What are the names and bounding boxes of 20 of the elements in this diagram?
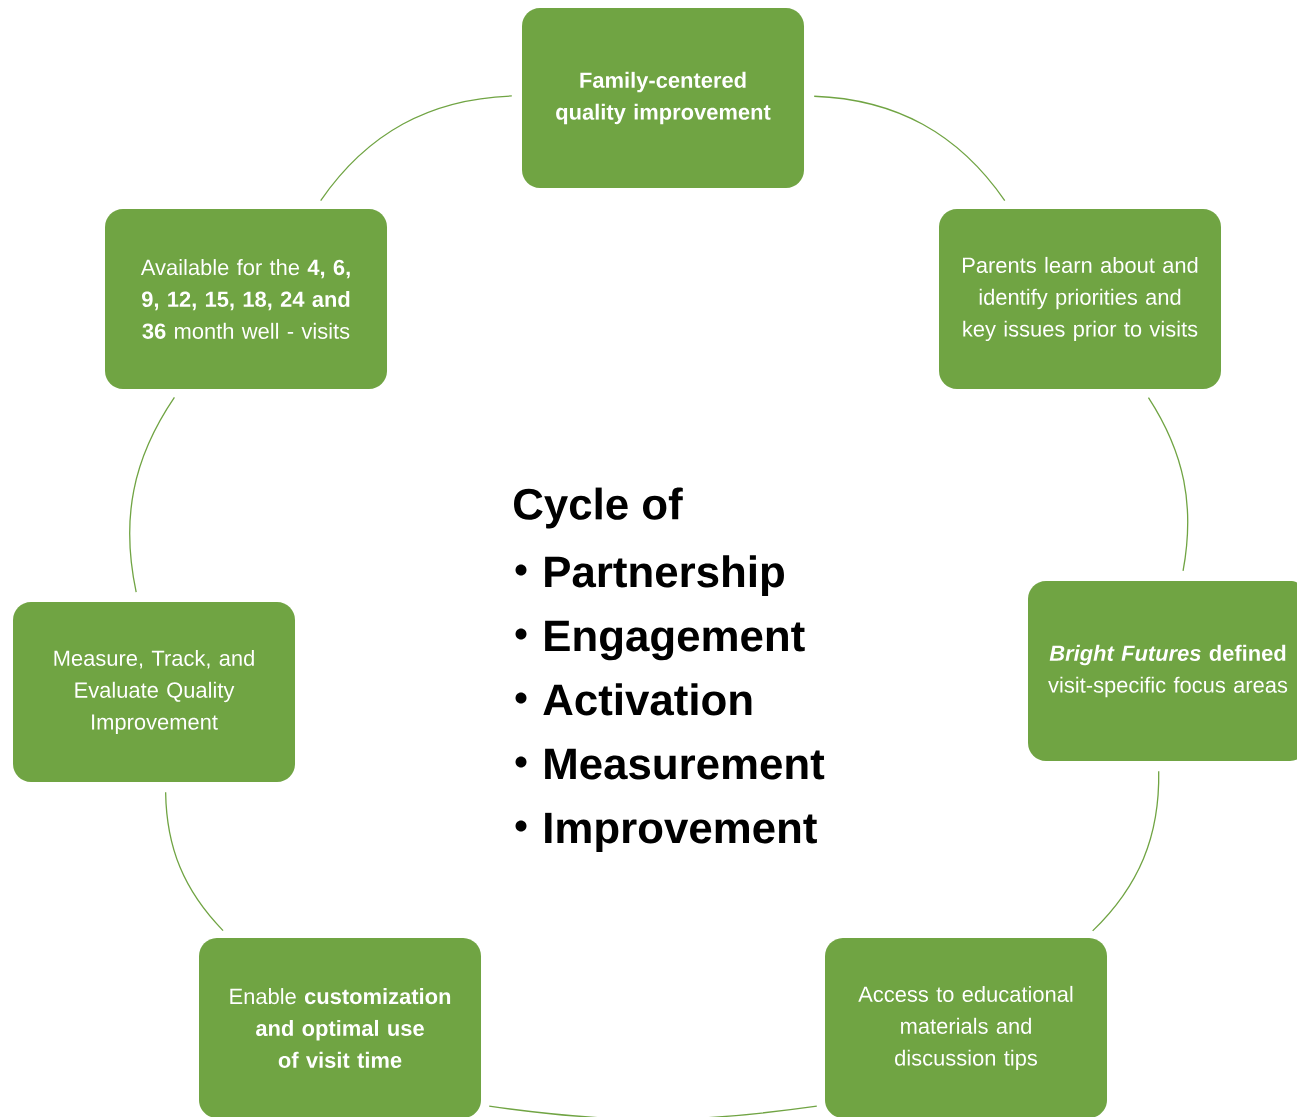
list-item: Improvement (545, 812, 817, 853)
process-box: Family-centered quality improvement (522, 8, 804, 188)
connector-arc (488, 1105, 818, 1117)
process-box: Access to educational materials and discussion tips (825, 938, 1107, 1117)
list-item: Engagement (545, 620, 805, 661)
process-box: Measure, Track, and Evaluate Quality Improvement (13, 602, 295, 782)
heading: Cycle of (514, 487, 683, 529)
connector-arc (1147, 396, 1189, 572)
list-item: Activation (543, 683, 752, 716)
process-box: Bright Futures defined visit-specific focus areas (1028, 581, 1297, 761)
process-box: Parents learn about and identify priorities and key issues prior to visits (939, 209, 1221, 389)
connector-arc (1092, 770, 1160, 932)
process-box: Available for the 4, 6, 9, 12, 15, 18, 24 and 36 month well - visits (105, 209, 387, 389)
connector-arc (320, 95, 513, 202)
process-box: Enable customization and optimal use of visit time (199, 938, 481, 1117)
connector-arc (813, 95, 1006, 202)
list-item: Partnership (545, 555, 784, 597)
connector-arc (165, 791, 224, 932)
list-item: Measurement (545, 748, 825, 780)
connector-arc (129, 396, 176, 593)
